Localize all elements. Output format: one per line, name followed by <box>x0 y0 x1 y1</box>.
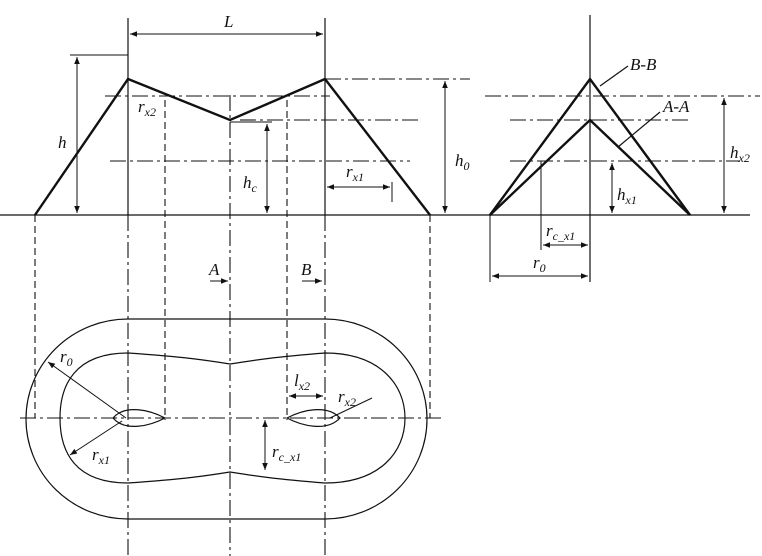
rx2-label: rx2 <box>138 97 156 119</box>
plan-view: r0 rx1 lx2 rx2 rc_x1 <box>20 318 445 520</box>
aa-section-profile <box>489 118 691 216</box>
h-label: h <box>58 133 67 152</box>
plan-rx2-label: rx2 <box>338 387 356 409</box>
plan-r0-line <box>47 361 127 419</box>
bb-section-profile <box>489 76 691 216</box>
outer-boundary <box>25 318 428 520</box>
plan-rcx1-label: rc_x1 <box>272 442 301 464</box>
left-lens <box>112 409 167 427</box>
plan-rx1-label: rx1 <box>92 445 110 467</box>
B-label: B <box>301 260 312 279</box>
plan-r0-label: r0 <box>60 347 73 369</box>
elevation-view: h L rx2 hc rx1 h0 A B <box>0 12 750 556</box>
r0-label: r0 <box>533 253 546 275</box>
hc-label: hc <box>243 173 258 195</box>
rx1-label: rx1 <box>346 162 364 184</box>
rcx1-label: rc_x1 <box>546 221 575 243</box>
A-label: A <box>208 260 220 279</box>
bb-leader <box>599 65 629 87</box>
aa-label: A-A <box>662 97 690 116</box>
pile-profile <box>34 77 431 216</box>
plan-rx2-line <box>329 397 373 419</box>
hx1-label: hx1 <box>617 185 637 207</box>
hx2-label: hx2 <box>730 143 750 165</box>
aa-leader <box>617 111 661 148</box>
bb-label: B-B <box>630 55 657 74</box>
plan-rx1-line <box>69 420 123 456</box>
section-views: B-B A-A hx2 hx1 rc_x1 r0 <box>485 15 760 282</box>
inner-boundary <box>59 352 406 484</box>
right-lens <box>285 409 341 427</box>
plan-lx2-label: lx2 <box>294 371 310 393</box>
h0-label: h0 <box>455 151 470 173</box>
L-label: L <box>223 12 233 31</box>
